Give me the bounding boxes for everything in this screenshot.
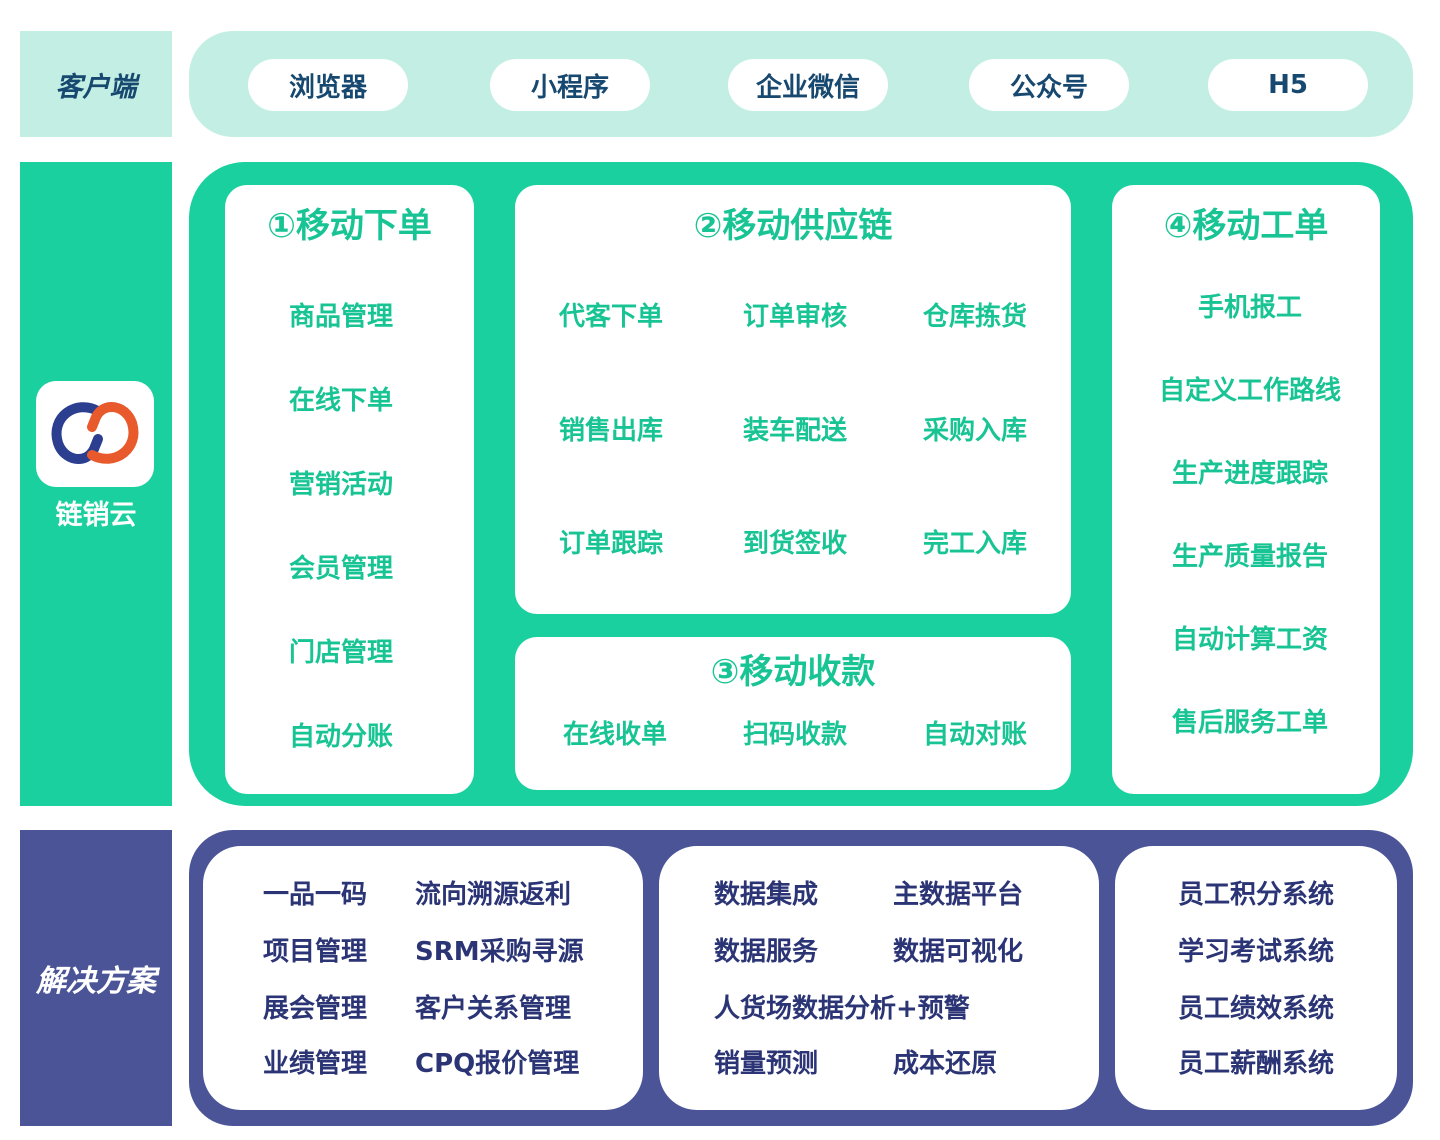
solution-item: 数据集成 <box>714 880 819 910</box>
mobile-supply-chain-card: ②移动供应链 代客下单 订单审核 仓库拣货 销售出库 装车配送 采购入库 订单跟… <box>515 185 1071 614</box>
solution-item: 数据可视化 <box>893 937 1024 967</box>
mobile-order-title: ①移动下单 <box>267 205 432 246</box>
client-label: 客户端 <box>20 31 172 137</box>
client-pill-browser: 浏览器 <box>248 59 408 111</box>
solution-item: 销量预测 <box>714 1049 819 1079</box>
brand-name: 链销云 <box>55 499 137 531</box>
solutions-label: 解决方案 <box>20 830 172 1126</box>
client-pill-official-account: 公众号 <box>969 59 1129 111</box>
supply-chain-item: 订单审核 <box>742 301 847 332</box>
mobile-work-order-card: ④移动工单 手机报工 自定义工作路线 生产进度跟踪 生产质量报告 自动计算工资 … <box>1112 185 1380 794</box>
logo-tile <box>36 381 154 487</box>
solution-item: 项目管理 <box>263 937 368 967</box>
payment-item: 自动对账 <box>922 719 1027 750</box>
solution-item: 成本还原 <box>893 1049 998 1079</box>
solution-item: 数据服务 <box>714 937 819 967</box>
client-pill-wecom: 企业微信 <box>728 59 888 111</box>
supply-chain-item: 完工入库 <box>922 528 1027 559</box>
work-order-item: 手机报工 <box>1197 292 1302 323</box>
mobile-supply-chain-title: ②移动供应链 <box>693 205 893 246</box>
solution-item: 员工薪酬系统 <box>1177 1049 1334 1079</box>
supply-chain-item: 装车配送 <box>742 415 847 446</box>
supply-chain-item: 销售出库 <box>558 415 663 446</box>
solution-item: 主数据平台 <box>893 880 1024 910</box>
supply-chain-item: 代客下单 <box>558 301 663 332</box>
mobile-order-item: 会员管理 <box>288 553 393 584</box>
mobile-order-item: 营销活动 <box>288 469 393 500</box>
solution-item: SRM采购寻源 <box>415 937 584 967</box>
mobile-order-item: 自动分账 <box>288 721 393 752</box>
mobile-order-card: ①移动下单 商品管理 在线下单 营销活动 会员管理 门店管理 自动分账 <box>225 185 474 794</box>
brand-panel: 链销云 <box>20 162 172 806</box>
solution-item: 员工积分系统 <box>1177 880 1334 910</box>
client-pill-mini-program: 小程序 <box>490 59 650 111</box>
mobile-payment-title: ③移动收款 <box>710 651 876 692</box>
solution-item: 展会管理 <box>263 994 368 1024</box>
solution-item: 一品一码 <box>263 880 368 910</box>
mobile-payment-card: ③移动收款 在线收单 扫码收款 自动对账 <box>515 637 1071 790</box>
work-order-item: 生产进度跟踪 <box>1171 458 1328 489</box>
mobile-work-order-title: ④移动工单 <box>1163 205 1329 246</box>
work-order-item: 自动计算工资 <box>1171 624 1328 655</box>
mobile-order-item: 门店管理 <box>288 637 393 668</box>
work-order-item: 自定义工作路线 <box>1158 375 1341 406</box>
supply-chain-item: 采购入库 <box>922 415 1027 446</box>
solution-item: CPQ报价管理 <box>415 1049 580 1079</box>
solutions-group-2: 数据集成 主数据平台 数据服务 数据可视化 人货场数据分析+预警 销量预测 成本… <box>659 846 1099 1110</box>
solution-item: 客户关系管理 <box>415 994 572 1024</box>
solution-item: 员工绩效系统 <box>1177 994 1334 1024</box>
solutions-group-1: 一品一码 流向溯源返利 项目管理 SRM采购寻源 展会管理 客户关系管理 业绩管… <box>203 846 643 1110</box>
payment-item: 在线收单 <box>562 719 667 750</box>
payment-item: 扫码收款 <box>742 719 847 750</box>
work-order-item: 售后服务工单 <box>1171 707 1328 738</box>
solution-item: 业绩管理 <box>263 1049 368 1079</box>
solutions-group-3: 员工积分系统 学习考试系统 员工绩效系统 员工薪酬系统 <box>1115 846 1397 1110</box>
solution-item: 学习考试系统 <box>1177 937 1334 967</box>
mobile-order-item: 在线下单 <box>288 385 393 416</box>
supply-chain-item: 订单跟踪 <box>558 528 663 559</box>
supply-chain-item: 到货签收 <box>742 528 847 559</box>
work-order-item: 生产质量报告 <box>1171 541 1328 572</box>
mobile-order-item: 商品管理 <box>288 301 393 332</box>
client-pill-h5: H5 <box>1208 59 1368 111</box>
double-loop-logo-icon <box>51 402 139 464</box>
supply-chain-item: 仓库拣货 <box>922 301 1027 332</box>
solution-item: 人货场数据分析+预警 <box>714 994 970 1024</box>
solution-item: 流向溯源返利 <box>415 880 572 910</box>
